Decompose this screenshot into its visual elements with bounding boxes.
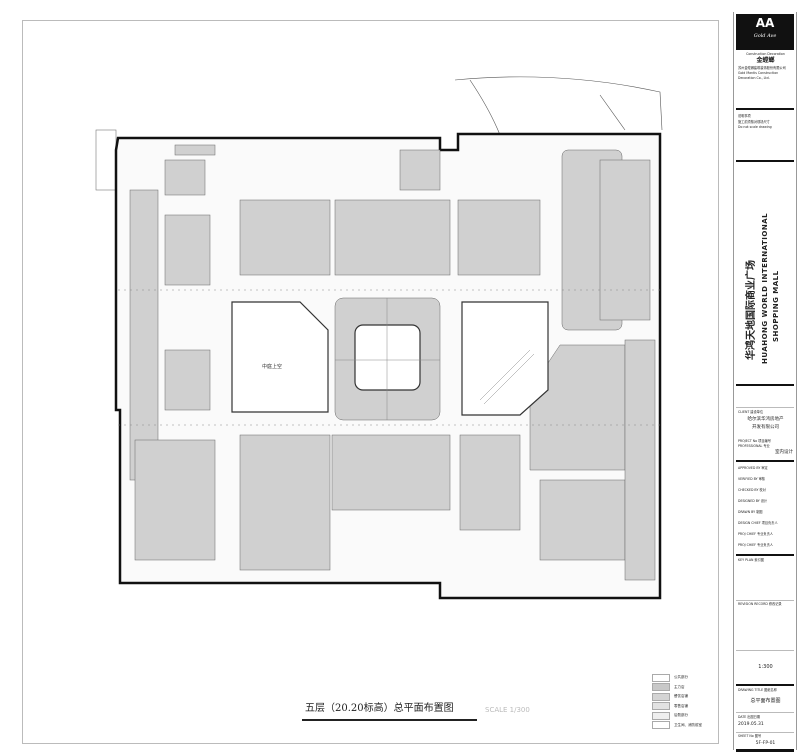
shop-block bbox=[164, 349, 211, 411]
legend: 公共部分 主力店 餐饮店铺 零售店铺 后勤部分 卫生间、消防前室 bbox=[652, 673, 702, 730]
anchor-store bbox=[334, 199, 451, 276]
entrance-canopy-arc bbox=[454, 76, 663, 136]
company-name-cn: 金螳螂 bbox=[756, 57, 775, 64]
shop-block bbox=[129, 189, 159, 481]
floor-plan: 中庭上空 bbox=[95, 76, 663, 600]
atrium-void-left bbox=[231, 301, 329, 413]
shop-block bbox=[164, 214, 211, 286]
legend-item: 后勤部分 bbox=[652, 711, 702, 721]
legend-item: 餐饮店铺 bbox=[652, 692, 702, 702]
drawing-frame bbox=[22, 20, 719, 744]
atrium-void-center bbox=[354, 324, 421, 391]
shop-block bbox=[134, 439, 216, 561]
shop-block bbox=[624, 339, 656, 581]
shop-block bbox=[599, 159, 651, 321]
shop-block bbox=[539, 479, 626, 561]
drawing-scale: SCALE 1/300 bbox=[485, 706, 530, 714]
legend-item: 零售店铺 bbox=[652, 702, 702, 712]
shop-block bbox=[164, 159, 206, 196]
sheet-number: 5F-FP-01 bbox=[755, 741, 776, 746]
annex-outline bbox=[95, 129, 117, 191]
drawing-title: 五层（20.20标高）总平面布置图 bbox=[305, 703, 454, 714]
atrium-label: 中庭上空 bbox=[262, 363, 282, 370]
legend-item: 主力店 bbox=[652, 683, 702, 693]
shop-block bbox=[459, 434, 521, 531]
shop-block bbox=[399, 149, 441, 191]
date-value: 2019.05.31 bbox=[738, 722, 764, 727]
company-logo: AA Gold Ave bbox=[736, 14, 794, 50]
legend-item: 卫生间、消防前室 bbox=[652, 721, 702, 731]
title-block: AA Gold Ave Construction Decoration 金螳螂 … bbox=[733, 12, 797, 752]
shop-block bbox=[174, 144, 216, 156]
title-underline bbox=[302, 719, 477, 721]
shop-block bbox=[331, 434, 451, 511]
scale-value: 1:300 bbox=[758, 664, 773, 670]
shop-block bbox=[239, 199, 331, 276]
drawing-title-cell: 总平面布置图 bbox=[750, 698, 781, 704]
shop-block bbox=[457, 199, 541, 276]
project-title: 华鸿天地国际商业广场 HUAHONG WORLD INTERNATIONAL S… bbox=[746, 212, 780, 364]
legend-item: 公共部分 bbox=[652, 673, 702, 683]
company-name-en: Construction Decoration bbox=[746, 52, 785, 56]
atrium-void-right bbox=[461, 301, 549, 416]
shop-block bbox=[239, 434, 331, 571]
